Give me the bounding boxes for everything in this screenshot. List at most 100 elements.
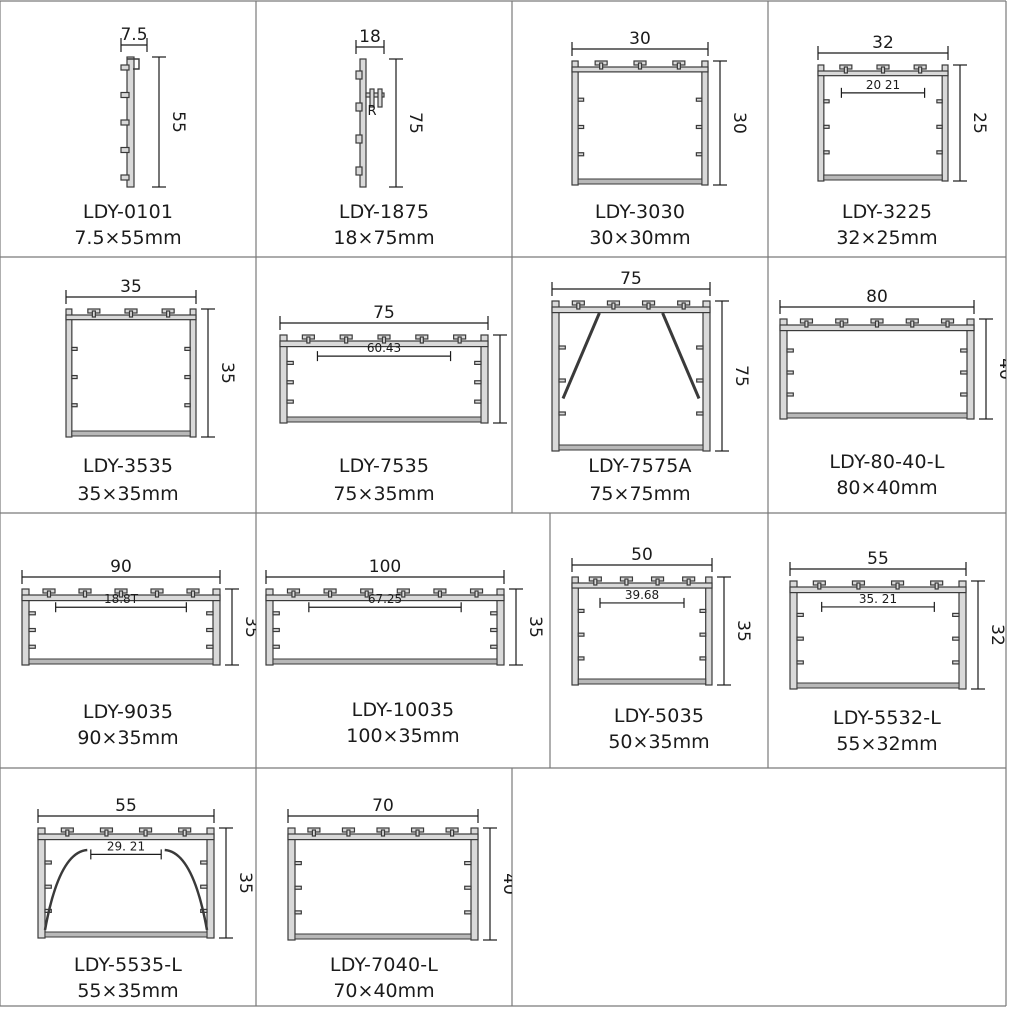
profile-fin-stem [624,578,629,586]
profile-fin-stem [910,320,915,328]
profile-clip [952,612,960,618]
profile-clip [577,152,585,157]
profile-model-code: LDY-3535 [82,455,174,477]
profile-fin-stem [327,590,333,598]
profile-size-label: 75×75mm [589,483,691,505]
profile-right-wall [966,318,975,420]
profile-clip [577,656,585,661]
profile-clip [577,608,585,614]
profile-clip [272,627,280,633]
profile-fin-stem [364,590,369,598]
profile-clip [490,644,498,649]
profile-right-wall [958,580,967,690]
profile-model-code: LDY-5535-L [73,954,183,976]
profile-fin-stem [839,320,844,328]
profile-rib [120,146,130,154]
profile-size-label: 55×32mm [836,733,938,755]
diffuser-strip [577,678,707,685]
profile-clip [474,399,482,404]
profile-notch [355,70,363,80]
width-dimension-label: 55 [115,796,137,816]
profile-fin-stem [895,582,900,590]
profile-fin-stem [918,66,923,74]
profile-left-wall [779,318,788,420]
profile-clip [71,403,78,408]
width-dimension-label: 100 [369,557,401,577]
profile-clip [286,399,294,404]
profile-section [779,318,975,420]
profile-fin-stem [381,336,387,344]
profile-fin-stem [346,829,351,837]
profile-right-wall [480,334,489,424]
height-dimension-label: 35 [217,362,237,384]
profile-clip [490,627,498,633]
profile-fin-stem [646,302,651,310]
profile-size-label: 80×40mm [836,477,938,499]
profile-clip [200,860,208,865]
profile-clip [558,411,566,416]
profile-clip [294,860,302,866]
profile-drawing: 7040 [287,796,512,941]
profile-fin-stem [419,336,424,344]
profile-fin-stem [676,62,681,70]
profile-clip [823,150,830,155]
diffuser-strip [577,178,703,185]
profile-clip [474,360,482,366]
diffuser-strip [796,682,960,689]
width-dimension-label: 35 [120,277,142,297]
profile-clip [28,627,36,633]
profile-clip [464,910,472,915]
diffuser-strip [28,658,214,665]
profile-fin-stem [306,336,311,344]
profile-right-wall [212,588,221,666]
profile-clip [786,370,794,375]
width-dimension-label: 50 [631,545,653,565]
profile-fin-stem [401,590,406,598]
profile-fin-stem [681,302,686,310]
inner-dimension-label: 35. 21 [859,592,897,606]
width-dimension-label: 80 [866,287,888,307]
profile-fin-stem [856,582,861,590]
profile-rib [120,174,130,181]
profile-section [287,827,479,941]
profile-left-wall [37,827,46,939]
profile-section [571,60,709,186]
profile-model-code: LDY-1875 [338,201,430,223]
profile-clip [796,612,804,618]
height-dimension-label: 35 [733,620,753,642]
profile-clip [577,97,585,102]
profile-fin-stem [65,829,70,837]
diffuser-strip [286,416,482,423]
width-dimension-label: 55 [867,549,889,569]
profile-fin-stem [91,310,96,318]
profile-notch [355,166,363,176]
profile-clip [696,411,704,416]
inner-dimension-label: 18.8T [104,592,139,606]
profile-section [817,64,949,182]
profile-clip [286,380,294,385]
profile-model-code: LDY-3030 [594,201,686,223]
profile-rib [120,64,130,71]
profile-clip [28,644,36,649]
width-dimension-label: 75 [620,269,642,289]
profile-clip [796,660,804,665]
profile-clip [699,656,707,661]
diffuser-strip [44,931,208,938]
profile-left-wall [551,300,560,452]
profile-fin-stem [945,320,950,328]
profile-notch [355,102,363,112]
profile-model-code: LDY-0101 [82,201,174,223]
profile-clip [696,378,704,383]
profile-fin-stem [474,590,479,598]
profile-top-web [571,582,713,589]
curved-reflector [164,848,209,931]
